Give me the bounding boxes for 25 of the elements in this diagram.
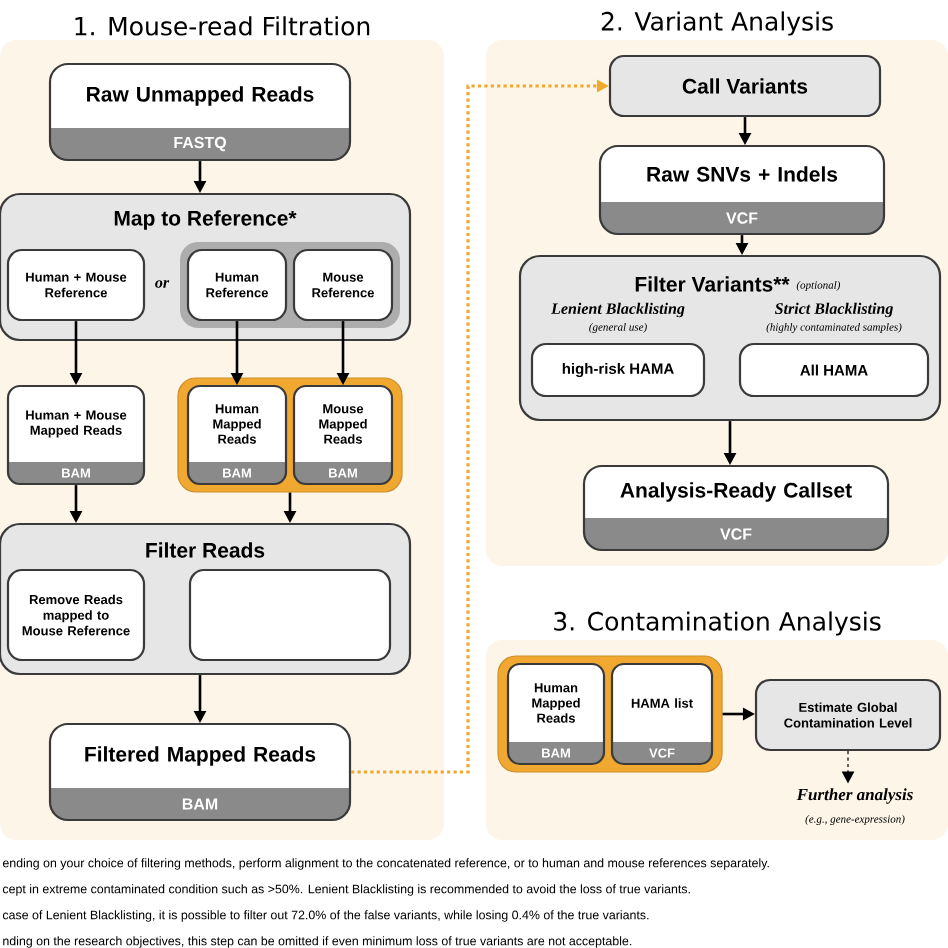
arrow — [738, 117, 752, 145]
arrow — [69, 485, 83, 523]
connector-word: or — [155, 280, 170, 288]
node-label: 1. Mouse-read Filtration — [75, 16, 370, 36]
arrow — [283, 492, 297, 523]
arrow — [69, 321, 83, 385]
arrow — [336, 321, 350, 385]
arrow — [230, 321, 244, 385]
arrow — [193, 675, 207, 723]
data-box: Analysis-Ready Callset VCF — [582, 464, 890, 552]
node-label: Strict Blacklisting — [774, 302, 893, 318]
arrow — [722, 707, 755, 721]
node-label: 3. Contamination Analysis — [554, 611, 881, 636]
arrow — [193, 161, 207, 193]
node-label: Lenient Blacklisting — [550, 302, 685, 318]
arrow — [735, 235, 749, 255]
process-box: Call Variants — [608, 54, 882, 118]
arrow — [723, 421, 737, 465]
data-box: Raw SNVs + Indels VCF — [598, 144, 886, 236]
data-box: Raw Unmapped Reads FASTQ — [48, 62, 352, 162]
data-box: Filtered Mapped Reads BAM — [48, 722, 352, 822]
arrow — [351, 79, 609, 774]
node-label: 2. Variant Analysis — [601, 11, 833, 36]
arrow — [841, 750, 855, 784]
method-box — [188, 568, 392, 662]
